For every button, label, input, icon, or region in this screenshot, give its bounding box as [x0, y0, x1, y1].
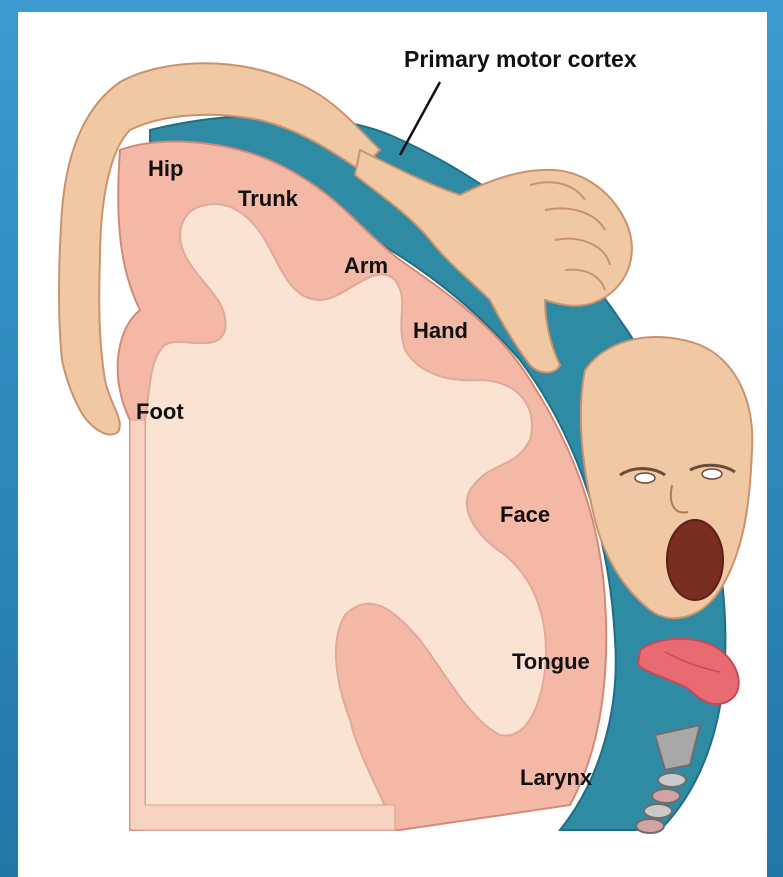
larynx-label: Larynx: [520, 765, 592, 791]
face-label: Face: [500, 502, 550, 528]
hip-label: Hip: [148, 156, 183, 182]
foot-label: Foot: [136, 399, 184, 425]
arm-label: Arm: [344, 253, 388, 279]
hand-label: Hand: [413, 318, 468, 344]
trunk-label: Trunk: [238, 186, 298, 212]
face-mouth: [667, 520, 723, 600]
tongue-label: Tongue: [512, 649, 590, 675]
primary-motor-cortex-label: Primary motor cortex: [404, 46, 637, 73]
face-head: [581, 337, 752, 618]
title-pointer-line: [400, 82, 440, 155]
